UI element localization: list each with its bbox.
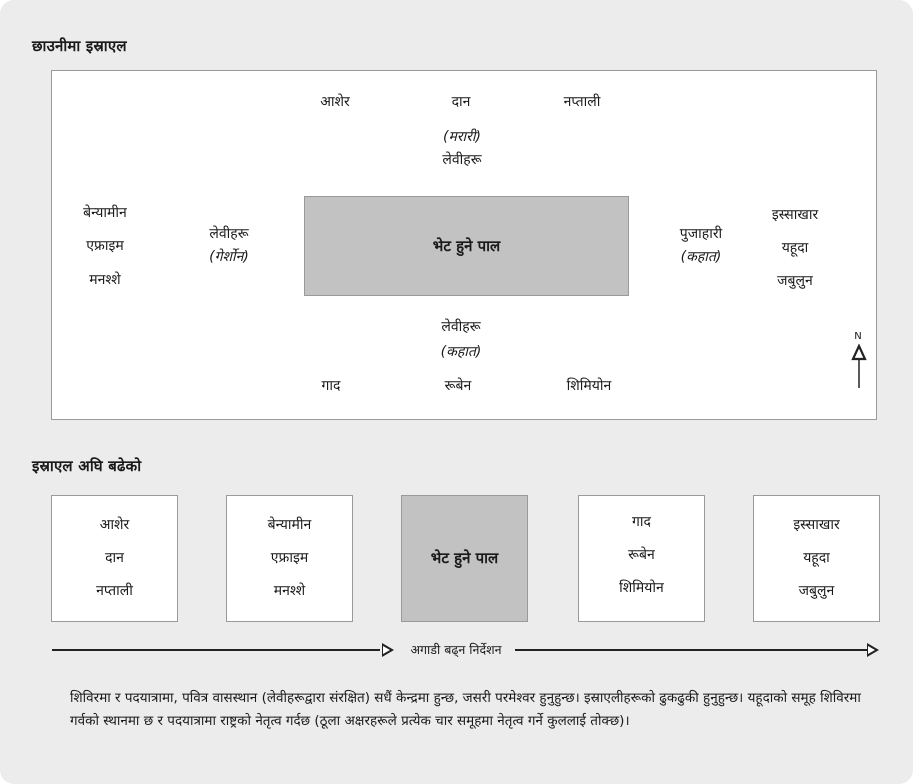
west-levite-label: लेवीहरू (209, 226, 249, 242)
direction-label: अगाडी बढ्न निर्देशन (410, 642, 502, 657)
march-group-5: इस्साखार यहूदा जबुलुन (753, 495, 880, 622)
march-group-4: गाद रूबेन शिमियोन (578, 495, 705, 622)
camp-diagram: आशेर दान नप्ताली (मरारी) लेवीहरू बेन्याम… (51, 70, 877, 420)
north-arrow-icon (851, 344, 867, 388)
march-group-1: आशेर दान नप्ताली (51, 495, 178, 622)
north-tribe-1: आशेर (320, 94, 350, 110)
march-tent-label: भेट हुने पाल (430, 549, 499, 567)
march-group-2-tribe-1: बेन्यामीन (267, 517, 312, 533)
figure-caption: शिविरमा र पदयात्रामा, पवित्र वासस्थान (ल… (70, 690, 861, 729)
west-tribe-3: मनश्शे (89, 272, 121, 288)
south-tribe-1: गाद (321, 378, 341, 394)
compass-label: N (854, 331, 862, 342)
march-tent-of-meeting: भेट हुने पाल (401, 495, 528, 622)
camp-title: छाउनीमा इस्राएल (32, 37, 127, 55)
east-priest-clan: (कहात) (680, 249, 722, 265)
south-tribe-2: रूबेन (444, 378, 472, 394)
south-tribe-3: शिमियोन (566, 378, 612, 394)
east-tribe-3: जबुलुन (777, 273, 813, 289)
march-group-5-tribe-2: यहूदा (803, 550, 830, 566)
compass-north-arrow-icon: N (850, 331, 870, 391)
north-tribe-3: नप्ताली (563, 94, 601, 110)
march-group-5-tribe-3: जबुलुन (798, 583, 835, 599)
direction-line-left (52, 649, 380, 651)
march-group-4-tribe-2: रूबेन (628, 547, 655, 563)
march-group-2-tribe-2: एफ्राइम (270, 550, 309, 566)
march-title: इस्राएल अघि बढेको (32, 457, 142, 475)
north-tribe-2: दान (451, 94, 471, 110)
north-levite-clan: (मरारी) (443, 129, 481, 145)
march-group-5-tribe-1: इस्साखार (793, 517, 840, 533)
march-group-2-tribe-3: मनश्शे (273, 583, 306, 599)
west-tribe-1: बेन्यामीन (83, 205, 127, 221)
direction-line-right (515, 649, 867, 651)
march-group-4-tribe-1: गाद (632, 514, 651, 530)
west-levite-clan: (गेर्शोन) (209, 249, 249, 265)
west-tribe-2: एफ्राइम (86, 238, 124, 254)
march-group-4-tribe-3: शिमियोन (619, 580, 664, 596)
east-tribe-1: इस्साखार (771, 207, 819, 223)
march-group-1-tribe-3: नप्ताली (96, 583, 133, 599)
east-tribe-2: यहूदा (781, 240, 809, 256)
march-group-1-tribe-2: दान (105, 550, 124, 566)
south-levite-clan: (कहात) (440, 344, 482, 360)
north-levite-label: लेवीहरू (442, 152, 482, 168)
east-priest-label: पुजाहारी (679, 226, 723, 242)
march-group-2: बेन्यामीन एफ्राइम मनश्शे (226, 495, 353, 622)
tent-of-meeting: भेट हुने पाल (304, 196, 629, 296)
south-levite-label: लेवीहरू (441, 319, 481, 335)
march-group-1-tribe-1: आशेर (99, 517, 130, 533)
